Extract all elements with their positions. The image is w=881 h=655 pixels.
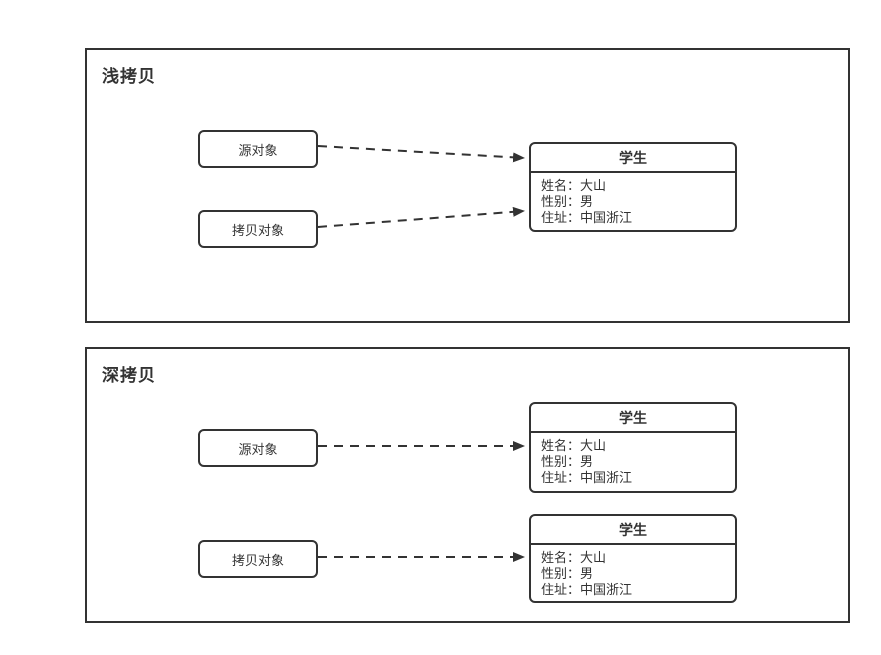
shallow-source-object-box: 源对象 <box>198 130 318 168</box>
deep-student-copy-fields: 姓名：大山 性别：男 住址：中国浙江 <box>531 545 735 598</box>
student-field-address: 住址：中国浙江 <box>541 210 633 225</box>
student-field-address: 住址：中国浙江 <box>541 582 633 597</box>
student-field-name: 姓名：大山 <box>541 438 607 453</box>
shallow-copy-object-label: 拷贝对象 <box>231 222 284 238</box>
student-field-name: 姓名：大山 <box>541 178 607 193</box>
shallow-student-fields: 姓名：大山 性别：男 住址：中国浙江 <box>531 173 735 226</box>
panel-deep-title: 深拷贝 <box>102 366 156 385</box>
deep-student-source-title: 学生 <box>531 404 735 433</box>
student-field-gender: 性别：男 <box>541 454 594 469</box>
student-field-name: 姓名：大山 <box>541 550 607 565</box>
deep-copy-object-box: 拷贝对象 <box>198 540 318 578</box>
deep-student-copy-title: 学生 <box>531 516 735 545</box>
deep-source-object-box: 源对象 <box>198 429 318 467</box>
deep-copy-object-label: 拷贝对象 <box>231 552 284 568</box>
deep-source-object-label: 源对象 <box>238 441 278 457</box>
deep-student-box-source: 学生 姓名：大山 性别：男 住址：中国浙江 <box>529 402 737 493</box>
student-field-gender: 性别：男 <box>541 194 594 209</box>
panel-shallow-copy: 浅拷贝 源对象 拷贝对象 学生 姓名：大山 性别：男 住址：中国浙江 <box>85 48 850 323</box>
panel-deep-copy: 深拷贝 源对象 拷贝对象 学生 姓名：大山 性别：男 住址：中国浙江 学生 姓名… <box>85 347 850 623</box>
deep-student-box-copy: 学生 姓名：大山 性别：男 住址：中国浙江 <box>529 514 737 603</box>
panel-shallow-title: 浅拷贝 <box>102 67 156 86</box>
shallow-copy-object-box: 拷贝对象 <box>198 210 318 248</box>
deep-student-source-fields: 姓名：大山 性别：男 住址：中国浙江 <box>531 433 735 486</box>
student-field-gender: 性别：男 <box>541 566 594 581</box>
shallow-source-object-label: 源对象 <box>238 142 278 158</box>
student-field-address: 住址：中国浙江 <box>541 470 633 485</box>
shallow-student-box: 学生 姓名：大山 性别：男 住址：中国浙江 <box>529 142 737 232</box>
shallow-student-title: 学生 <box>531 144 735 173</box>
